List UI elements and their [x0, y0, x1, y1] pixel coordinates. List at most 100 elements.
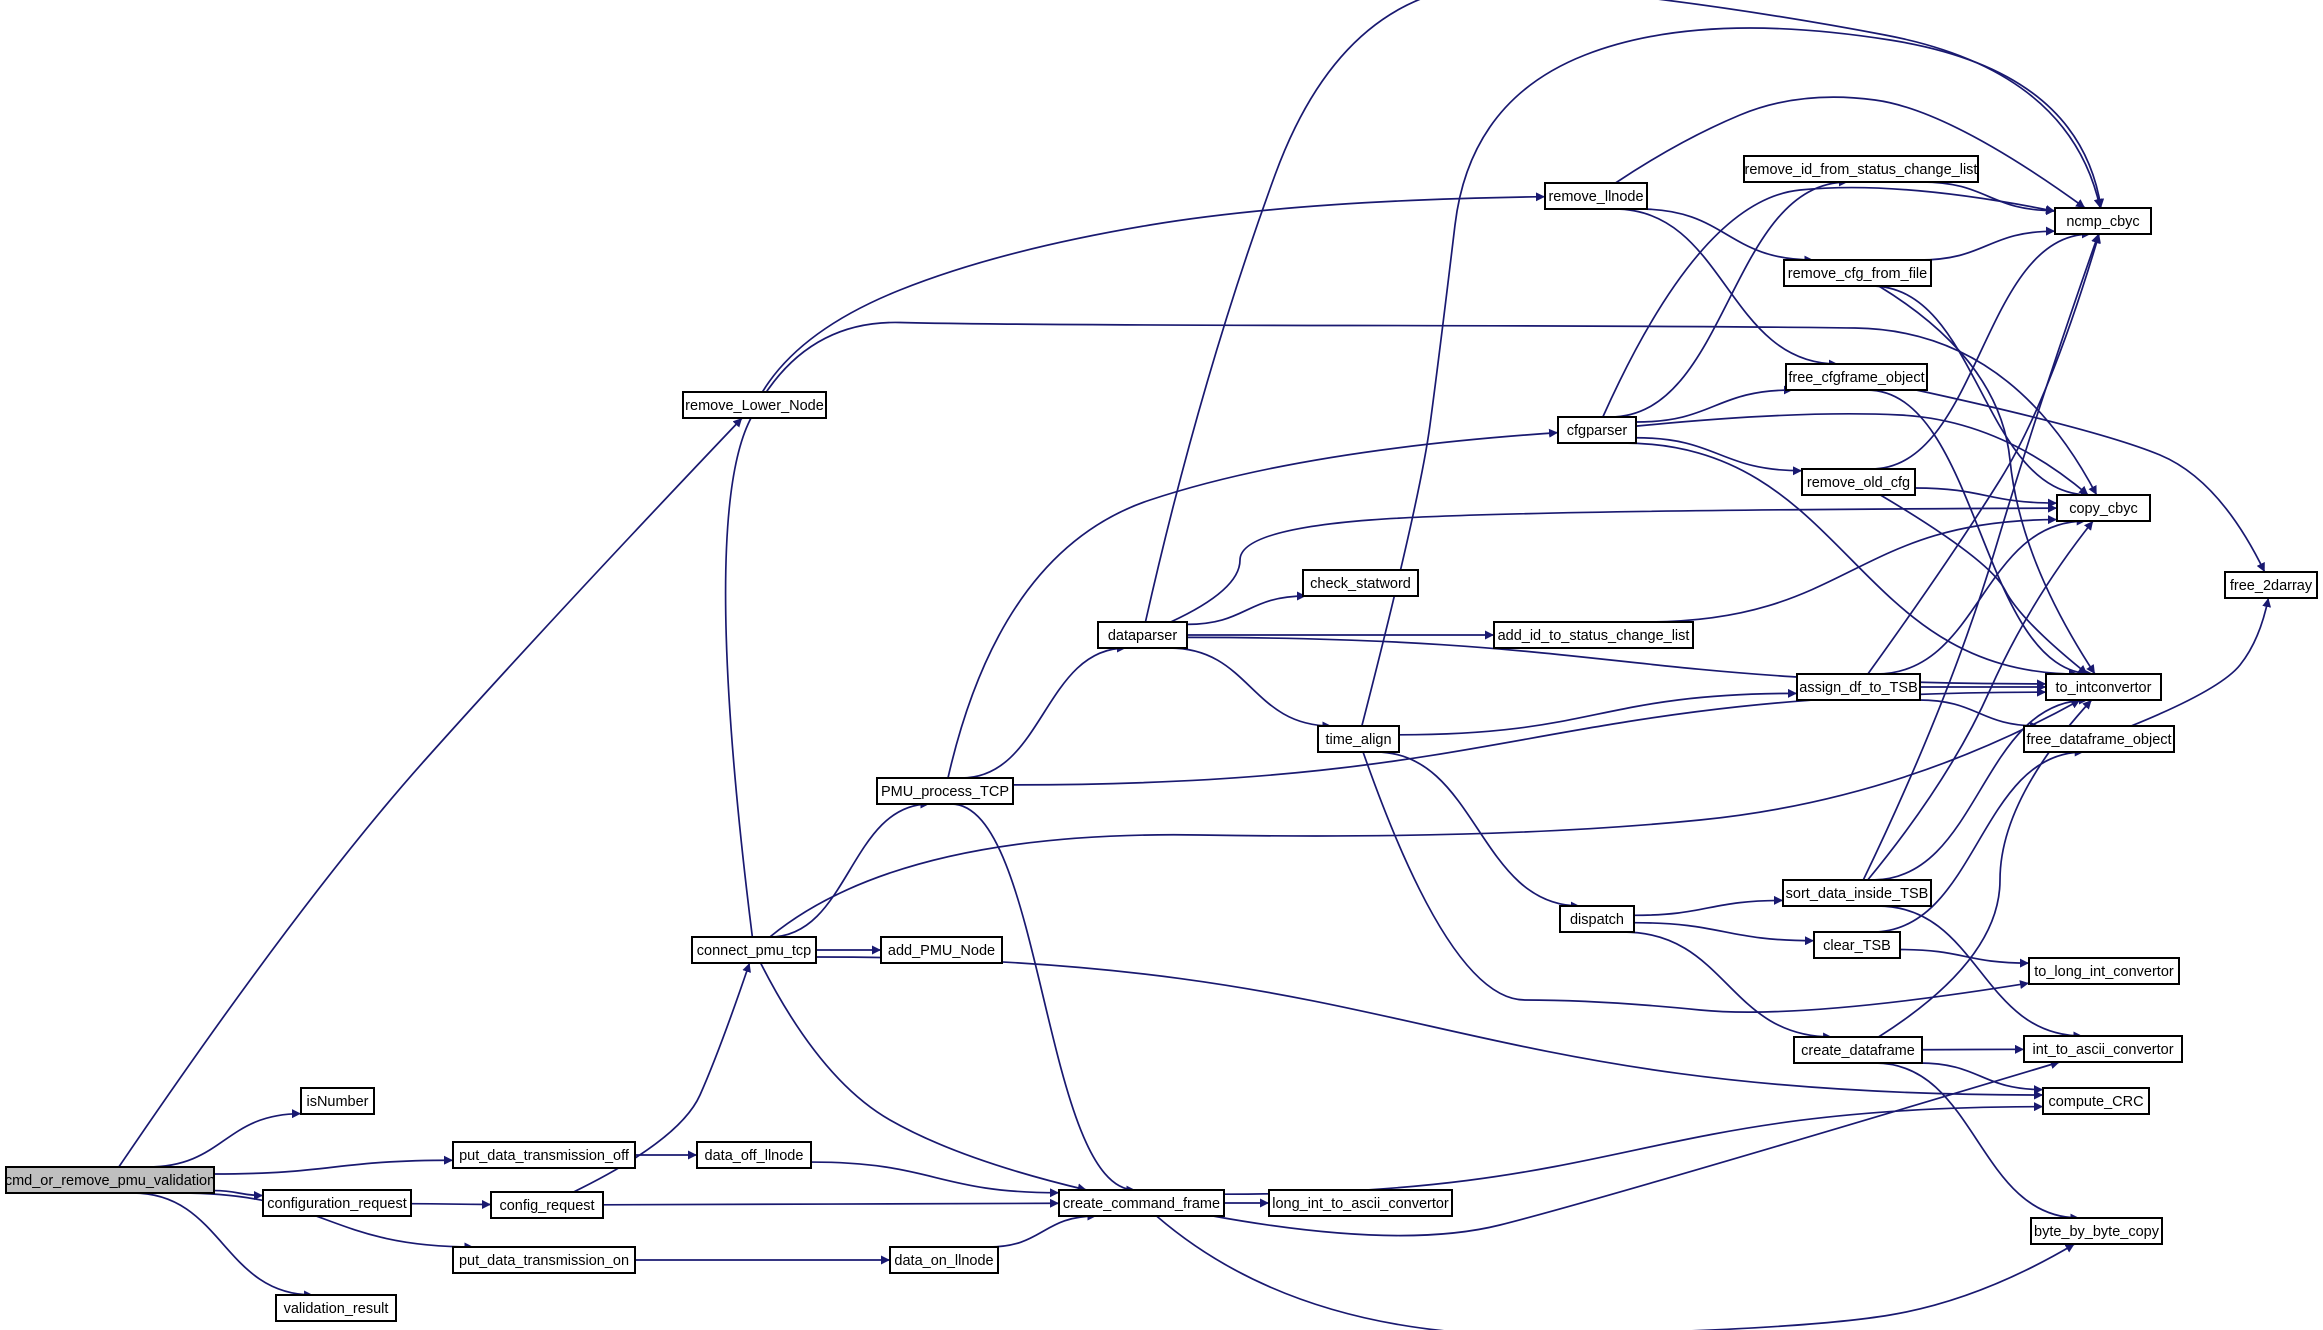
node-remove-id-from-status-change-list[interactable]: remove_id_from_status_change_list	[1743, 155, 1979, 183]
node-box	[2028, 957, 2180, 985]
node-root[interactable]: cmd_or_remove_pmu_validation	[5, 1166, 215, 1194]
node-remove-lower-node[interactable]: remove_Lower_Node	[682, 391, 827, 419]
edge-free_cfgframe_object-to-to_intconvertor	[1866, 389, 2094, 679]
node-int-to-ascii-convertor[interactable]: int_to_ascii_convertor	[2023, 1035, 2183, 1063]
node-label: free_dataframe_object	[2026, 732, 2171, 748]
node-copy-cbyc[interactable]: copy_cbyc	[2056, 494, 2151, 522]
edge-remove_old_cfg-to-copy_cbyc	[1914, 487, 2058, 508]
node-config-request[interactable]: config_request	[490, 1191, 604, 1219]
edge-remove_llnode-to-free_cfgframe_object	[1614, 208, 1838, 369]
node-box	[2224, 571, 2318, 599]
edge-remove_old_cfg-to-ncmp_cbyc	[1870, 229, 2091, 470]
node-label: validation_result	[284, 1301, 389, 1317]
node-configuration-request[interactable]: configuration_request	[262, 1189, 412, 1217]
edge-sort_data_inside_TSB-to-copy_cbyc	[1867, 520, 2094, 881]
node-remove-llnode[interactable]: remove_llnode	[1544, 182, 1648, 210]
node-sort-data-inside-tsb[interactable]: sort_data_inside_TSB	[1782, 879, 1932, 907]
node-box	[490, 1191, 604, 1219]
node-ncmp-cbyc[interactable]: ncmp_cbyc	[2054, 207, 2152, 235]
edge-connect_pmu_tcp-to-PMU_process_TCP	[769, 799, 930, 938]
node-free-2darray[interactable]: free_2darray	[2224, 571, 2318, 599]
edge-remove_old_cfg-to-to_intconvertor	[1879, 494, 2088, 675]
node-box	[1557, 416, 1637, 444]
edge-remove_llnode-to-ncmp_cbyc	[1615, 96, 2086, 209]
node-dispatch[interactable]: dispatch	[1559, 905, 1635, 933]
node-label: sort_data_inside_TSB	[1786, 886, 1929, 902]
node-box	[2030, 1217, 2163, 1245]
node-box	[275, 1294, 397, 1322]
node-connect-pmu-tcp[interactable]: connect_pmu_tcp	[691, 936, 817, 964]
edge-PMU_process_TCP-to-to_intconvertor	[1012, 687, 2047, 786]
node-check-statword[interactable]: check_statword	[1302, 569, 1419, 597]
node-box	[1793, 1036, 1923, 1064]
node-add-id-to-status-change-list[interactable]: add_id_to_status_change_list	[1493, 621, 1694, 649]
node-pmu-process-tcp[interactable]: PMU_process_TCP	[876, 777, 1014, 805]
node-data-off-llnode[interactable]: data_off_llnode	[696, 1141, 812, 1169]
edge-create_command_frame-to-byte_by_byte_copy	[1155, 1215, 2075, 1330]
edge-PMU_process_TCP-to-create_command_frame	[951, 803, 1136, 1195]
node-add-pmu-node[interactable]: add_PMU_Node	[880, 936, 1003, 964]
node-remove-old-cfg[interactable]: remove_old_cfg	[1801, 468, 1916, 496]
node-long-int-to-ascii-convertor[interactable]: long_int_to_ascii_convertor	[1268, 1189, 1453, 1217]
node-dataparser[interactable]: dataparser	[1097, 621, 1188, 649]
node-validation-result[interactable]: validation_result	[275, 1294, 397, 1322]
edge-root-to-validation_result	[132, 1192, 314, 1300]
node-label: cmd_or_remove_pmu_validation	[5, 1173, 215, 1189]
node-box	[2023, 1035, 2183, 1063]
node-label: remove_old_cfg	[1807, 475, 1910, 491]
node-label: data_off_llnode	[705, 1148, 804, 1164]
node-label: isNumber	[306, 1094, 368, 1110]
node-box	[1544, 182, 1648, 210]
edge-create_dataframe-to-to_intconvertor	[1878, 699, 2093, 1038]
edge-dispatch-to-create_dataframe	[1622, 931, 1833, 1042]
node-box	[1302, 569, 1419, 597]
node-free-dataframe-object[interactable]: free_dataframe_object	[2023, 725, 2175, 753]
node-label: copy_cbyc	[2069, 501, 2138, 517]
node-label: PMU_process_TCP	[881, 784, 1009, 800]
nodes-layer: cmd_or_remove_pmu_validation isNumber vali…	[5, 155, 2318, 1322]
node-assign-df-to-tsb[interactable]: assign_df_to_TSB	[1796, 673, 1921, 701]
node-time-align[interactable]: time_align	[1317, 725, 1400, 753]
edge-cfgparser-to-copy_cbyc	[1635, 412, 2089, 496]
edge-remove_cfg_from_file-to-to_intconvertor	[1878, 285, 2096, 675]
node-label: check_statword	[1310, 576, 1411, 592]
node-to-intconvertor[interactable]: to_intconvertor	[2045, 673, 2162, 701]
edge-sort_data_inside_TSB-to-int_to_ascii_convertor	[1877, 905, 2083, 1041]
node-compute-crc[interactable]: compute_CRC	[2042, 1087, 2150, 1115]
edge-assign_df_to_TSB-to-ncmp_cbyc	[1867, 233, 2101, 675]
node-box	[682, 391, 827, 419]
node-box	[2056, 494, 2151, 522]
edge-dataparser-to-ncmp_cbyc	[1144, 0, 2103, 623]
node-label: to_long_int_convertor	[2034, 964, 2174, 980]
node-cfgparser[interactable]: cfgparser	[1557, 416, 1637, 444]
edge-time_align-to-assign_df_to_TSB	[1398, 688, 1798, 736]
edge-data_off_llnode-to-create_command_frame	[810, 1161, 1060, 1198]
node-label: dataparser	[1108, 628, 1177, 644]
edge-PMU_process_TCP-to-dataparser	[961, 643, 1127, 779]
node-create-command-frame[interactable]: create_command_frame	[1058, 1189, 1225, 1217]
node-data-on-llnode[interactable]: data_on_llnode	[889, 1246, 999, 1274]
edge-remove_llnode-to-remove_cfg_from_file	[1640, 208, 1814, 265]
node-remove-cfg-from-file[interactable]: remove_cfg_from_file	[1783, 259, 1932, 287]
node-create-dataframe[interactable]: create_dataframe	[1793, 1036, 1923, 1064]
node-box	[1783, 259, 1932, 287]
edge-dispatch-to-sort_data_inside_TSB	[1633, 895, 1784, 917]
edge-time_align-to-to_long_int_convertor	[1362, 751, 2030, 1013]
node-box	[691, 936, 817, 964]
node-label: cfgparser	[1567, 423, 1628, 439]
edge-cfgparser-to-remove_id_from_status_change_list	[1610, 177, 1848, 418]
node-byte-by-byte-copy[interactable]: byte_by_byte_copy	[2030, 1217, 2163, 1245]
node-box	[876, 777, 1014, 805]
edge-dataparser-to-copy_cbyc	[1170, 503, 2058, 623]
edge-PMU_process_TCP-to-cfgparser	[947, 428, 1559, 779]
node-free-cfgframe-object[interactable]: free_cfgframe_object	[1785, 363, 1928, 391]
node-label: remove_id_from_status_change_list	[1745, 162, 1978, 178]
edge-sort_data_inside_TSB-to-to_intconvertor	[1872, 695, 2088, 881]
node-to-long-int-convertor[interactable]: to_long_int_convertor	[2028, 957, 2180, 985]
edge-create_command_frame-to-compute_CRC	[1223, 1102, 2044, 1196]
node-clear-tsb[interactable]: clear_TSB	[1813, 931, 1901, 959]
node-isnumber[interactable]: isNumber	[300, 1087, 375, 1115]
edge-dispatch-to-clear_TSB	[1633, 921, 1815, 946]
node-put-data-transmission-off[interactable]: put_data_transmission_off	[452, 1141, 636, 1169]
node-put-data-transmission-on[interactable]: put_data_transmission_on	[452, 1246, 636, 1274]
